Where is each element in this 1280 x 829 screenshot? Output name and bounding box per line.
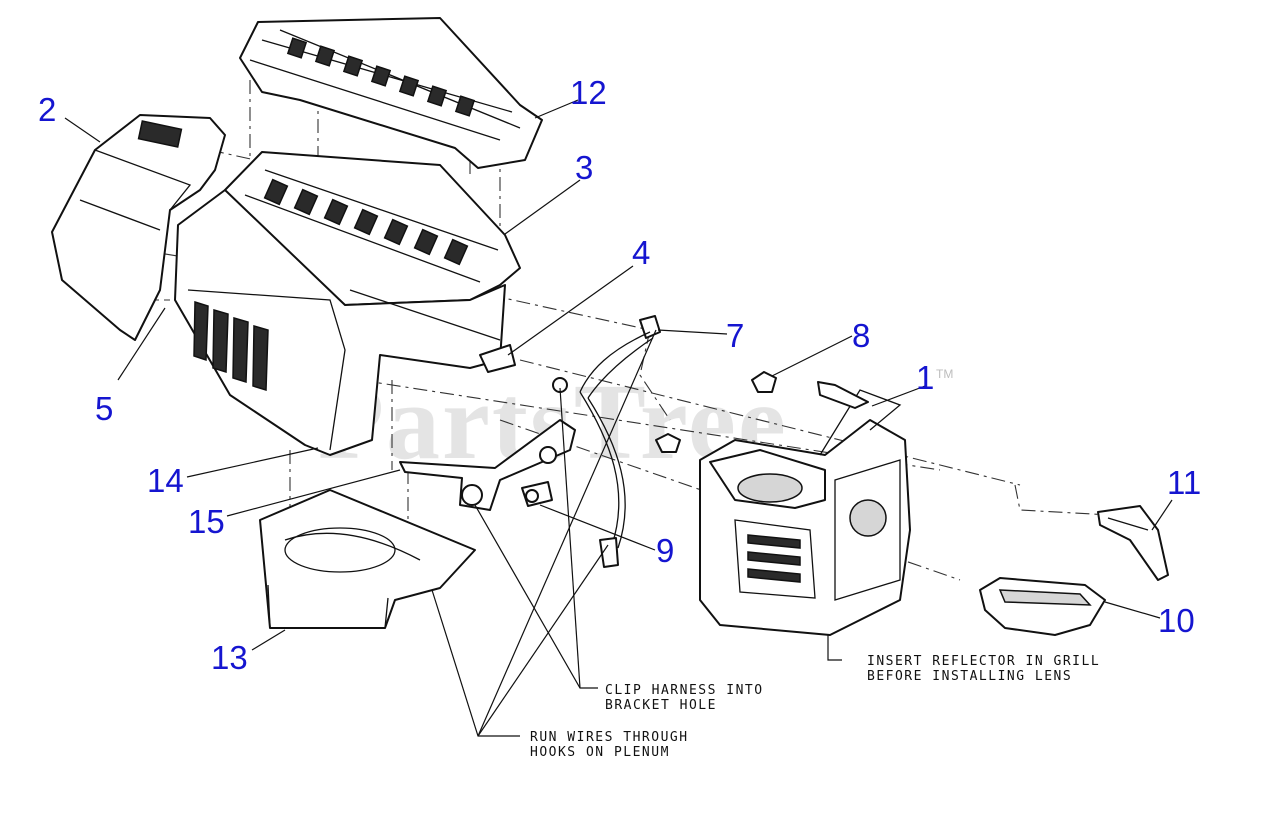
- part-light-bracket: [399, 419, 576, 511]
- callout-3: 3: [575, 149, 593, 186]
- part-bulb: [751, 371, 777, 393]
- part-front-grill: [699, 381, 911, 636]
- callout-12: 12: [570, 74, 607, 111]
- callout-leaders: [64, 99, 1173, 737]
- part-reflector: [979, 577, 1106, 636]
- part-bulb-2: [655, 433, 681, 453]
- watermark-trademark: TM: [936, 367, 953, 381]
- part-socket: [521, 481, 553, 507]
- callout-7: 7: [726, 317, 744, 354]
- callout-4: 4: [632, 234, 650, 271]
- note-reflector-line1: INSERT REFLECTOR IN GRILL: [867, 654, 1100, 669]
- note-clip-harness-line2: BRACKET HOLE: [605, 698, 717, 713]
- part-top-vent-cover: [239, 17, 543, 169]
- callout-13: 13: [211, 639, 248, 676]
- part-headlight-lens: [1097, 505, 1169, 581]
- callout-10: 10: [1158, 602, 1195, 639]
- callout-1: 1: [916, 359, 934, 396]
- callout-15: 15: [188, 503, 225, 540]
- note-reflector-line2: BEFORE INSTALLING LENS: [867, 669, 1072, 684]
- note-run-wires-line2: HOOKS ON PLENUM: [530, 745, 670, 760]
- callout-2: 2: [38, 91, 56, 128]
- callout-14: 14: [147, 462, 184, 499]
- note-run-wires-line1: RUN WIRES THROUGH: [530, 730, 689, 745]
- callout-8: 8: [852, 317, 870, 354]
- callout-11: 11: [1167, 464, 1201, 501]
- part-hood-latch: [479, 344, 516, 373]
- assembly-notes: INSERT REFLECTOR IN GRILL BEFORE INSTALL…: [530, 654, 1100, 760]
- callout-labels: 2 12 3 4 5 7 8 1 9 10 11 14 15 13: [38, 74, 1201, 676]
- callout-9: 9: [656, 532, 674, 569]
- callout-5: 5: [95, 390, 113, 427]
- part-plenum: [259, 489, 476, 629]
- part-hood-body: [174, 189, 506, 456]
- part-hood-upper: [224, 151, 521, 306]
- part-side-shroud: [51, 114, 226, 341]
- note-clip-harness-line1: CLIP HARNESS INTO: [605, 683, 764, 698]
